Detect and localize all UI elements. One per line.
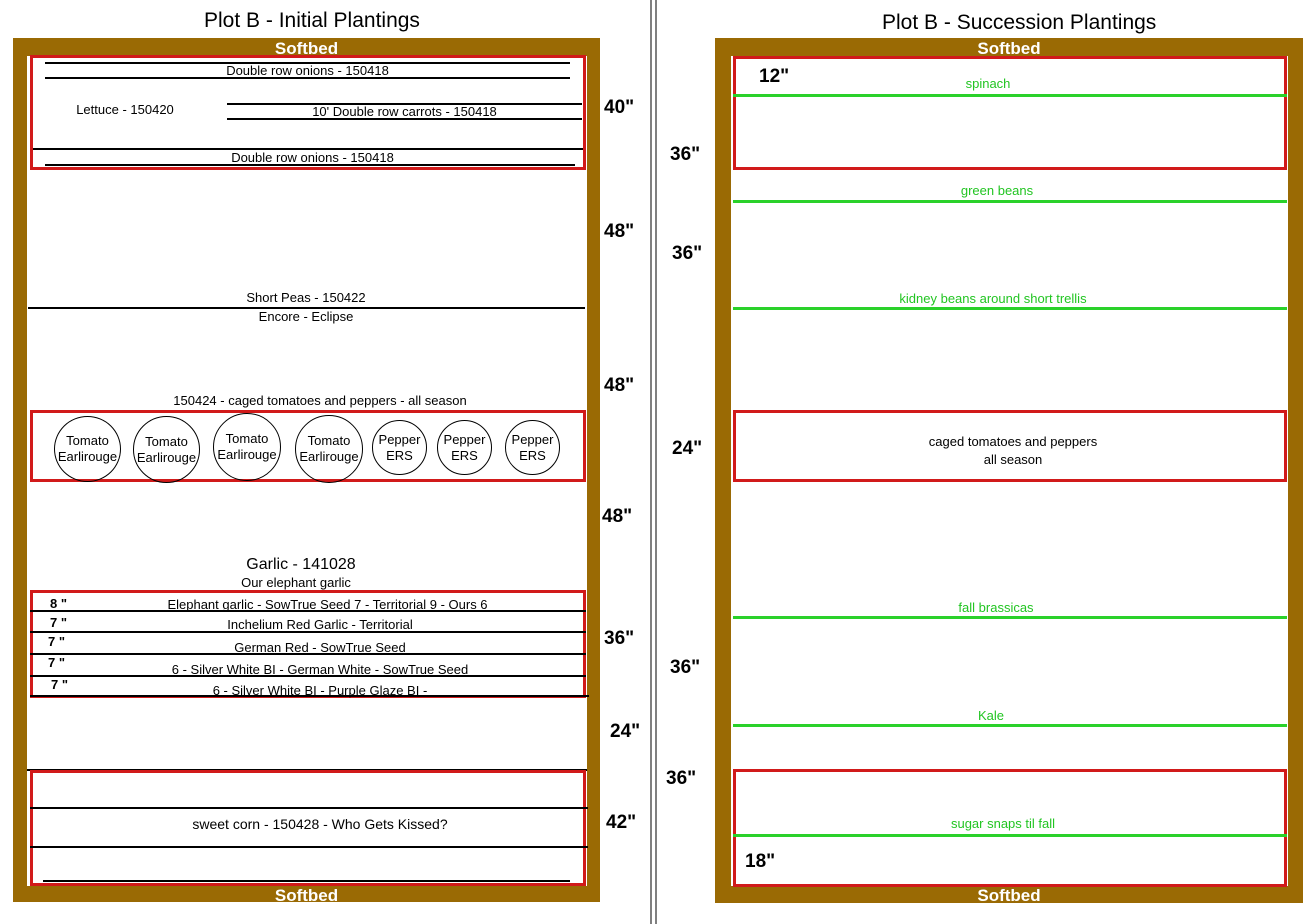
sugar-snaps-row-line <box>733 834 1287 837</box>
onions-top-label: Double row onions - 150418 <box>226 63 389 78</box>
left-measure-5: 36" <box>604 628 635 649</box>
plant-4-line2: Earlirouge <box>299 449 359 464</box>
spinach-label: spinach <box>965 76 1011 91</box>
left-softbed-bottom: Softbed <box>274 886 339 905</box>
corn-row-line-1 <box>30 807 588 809</box>
garlic-row-line-1 <box>30 610 586 612</box>
garlic-row-line-4 <box>30 675 586 677</box>
right-bed-interior <box>731 56 1288 886</box>
left-measure-3: 48" <box>604 375 635 396</box>
plant-2-line1: Tomato <box>145 433 188 449</box>
kidney-beans-label: kidney beans around short trellis <box>899 291 1087 306</box>
garlic-row-2-label: Inchelium Red Garlic - Territorial <box>227 617 413 632</box>
pepper-cage-3: Pepper ERS <box>505 420 560 475</box>
peas-varieties: Encore - Eclipse <box>258 309 354 324</box>
garlic-title: Garlic - 141028 <box>246 556 356 573</box>
plant-6-line1: Pepper <box>443 431 486 447</box>
fall-brassicas-row-line <box>733 616 1287 619</box>
plant-5-line1: Pepper <box>378 431 421 447</box>
pepper-cage-1: Pepper ERS <box>372 420 427 475</box>
plant-1-line1: Tomato <box>66 433 109 448</box>
carrot-row-line-1 <box>227 103 582 105</box>
right-inner-top-measure: 12" <box>759 66 790 87</box>
right-plot-title: Plot B - Succession Plantings <box>882 11 1157 34</box>
right-softbed-bottom: Softbed <box>977 886 1041 905</box>
onion-row-line-3 <box>33 148 583 150</box>
cages-title: 150424 - caged tomatoes and peppers - al… <box>173 393 467 408</box>
fall-brassicas-label: fall brassicas <box>958 600 1034 615</box>
onions-bottom-label: Double row onions - 150418 <box>231 150 394 165</box>
right-cages-box <box>733 410 1287 482</box>
right-measure-4: 36" <box>670 657 701 678</box>
peas-title: Short Peas - 150422 <box>246 290 366 305</box>
right-measure-3: 24" <box>672 438 703 459</box>
sugar-snaps-label: sugar snaps til fall <box>950 816 1056 831</box>
plant-7-line1: Pepper <box>511 431 554 447</box>
right-softbed-top: Softbed <box>977 39 1041 58</box>
right-cages-line1: caged tomatoes and peppers <box>928 434 1098 449</box>
garlic-row-4-label: 6 - Silver White BI - German White - Sow… <box>171 662 469 677</box>
plant-3-line1: Tomato <box>225 431 269 446</box>
garlic-row-1-spacing: 8 " <box>50 596 68 611</box>
plant-1-line2: Earlirouge <box>57 449 118 464</box>
plant-5-line2: ERS <box>386 447 413 463</box>
plot-divider-right <box>655 0 657 924</box>
corn-label: sweet corn - 150428 - Who Gets Kissed? <box>192 816 448 832</box>
plant-3-line2: Earlirouge <box>217 447 277 462</box>
spinach-row-line <box>733 94 1287 97</box>
plant-2-line2: Earlirouge <box>136 449 197 465</box>
right-measure-1: 36" <box>670 144 701 165</box>
right-measure-5: 36" <box>666 768 697 789</box>
corn-row-line-2 <box>30 846 588 848</box>
left-measure-6: 24" <box>610 721 641 742</box>
tomato-cage-2: Tomato Earlirouge <box>133 416 200 483</box>
left-measure-4: 48" <box>602 506 633 527</box>
garlic-row-1-label: Elephant garlic - SowTrue Seed 7 - Terri… <box>167 597 488 612</box>
left-measure-7: 42" <box>606 812 637 833</box>
left-cages-box <box>30 410 586 482</box>
tomato-cage-4: Tomato Earlirouge <box>295 415 363 483</box>
garlic-row-line-3 <box>30 653 586 655</box>
left-softbed-top: Softbed <box>274 39 339 58</box>
garlic-row-5-label: 6 - Silver White BI - Purple Glaze BI - <box>212 683 428 698</box>
left-measure-1: 40" <box>604 97 635 118</box>
tomato-cage-1: Tomato Earlirouge <box>54 416 121 482</box>
garlic-row-line-5 <box>30 695 589 697</box>
plot-divider-left <box>650 0 652 924</box>
garlic-row-2-spacing: 7 " <box>50 615 68 630</box>
right-cages-line2: all season <box>983 452 1043 467</box>
kidney-beans-row-line <box>733 307 1287 310</box>
green-beans-label: green beans <box>960 183 1034 198</box>
carrot-row-line-2 <box>227 118 582 120</box>
kale-row-line <box>733 724 1287 727</box>
green-beans-row-line <box>733 200 1287 203</box>
garlic-row-3-label: German Red - SowTrue Seed <box>234 640 406 655</box>
garlic-row-3-spacing: 7 " <box>48 634 66 649</box>
right-inner-bottom-measure: 18" <box>745 851 776 872</box>
lettuce-label: Lettuce - 150420 <box>76 102 174 117</box>
garlic-row-5-spacing: 7 " <box>51 677 69 692</box>
garlic-subtitle: Our elephant garlic <box>241 575 351 590</box>
kale-label: Kale <box>977 708 1005 723</box>
peas-trellis-line <box>28 307 585 309</box>
plant-7-line2: ERS <box>519 447 546 463</box>
left-measure-2: 48" <box>604 221 635 242</box>
corn-box <box>30 770 586 886</box>
plant-4-line1: Tomato <box>307 433 351 448</box>
left-onion-carrot-box <box>30 55 586 170</box>
right-spinach-box <box>733 56 1287 170</box>
carrots-label: 10' Double row carrots - 150418 <box>312 104 497 119</box>
onion-row-line-1 <box>45 62 570 64</box>
garlic-row-line-2 <box>30 631 586 633</box>
left-plot-title: Plot B - Initial Plantings <box>204 9 420 32</box>
corn-row-line-3 <box>43 880 570 882</box>
onion-row-line-4 <box>45 164 575 166</box>
right-sugar-snaps-box <box>733 769 1287 887</box>
plant-6-line2: ERS <box>451 447 478 463</box>
right-measure-2: 36" <box>672 243 703 264</box>
onion-row-line-2 <box>45 77 570 79</box>
tomato-cage-3: Tomato Earlirouge <box>213 413 281 481</box>
pepper-cage-2: Pepper ERS <box>437 420 492 475</box>
garlic-row-4-spacing: 7 " <box>48 655 66 670</box>
